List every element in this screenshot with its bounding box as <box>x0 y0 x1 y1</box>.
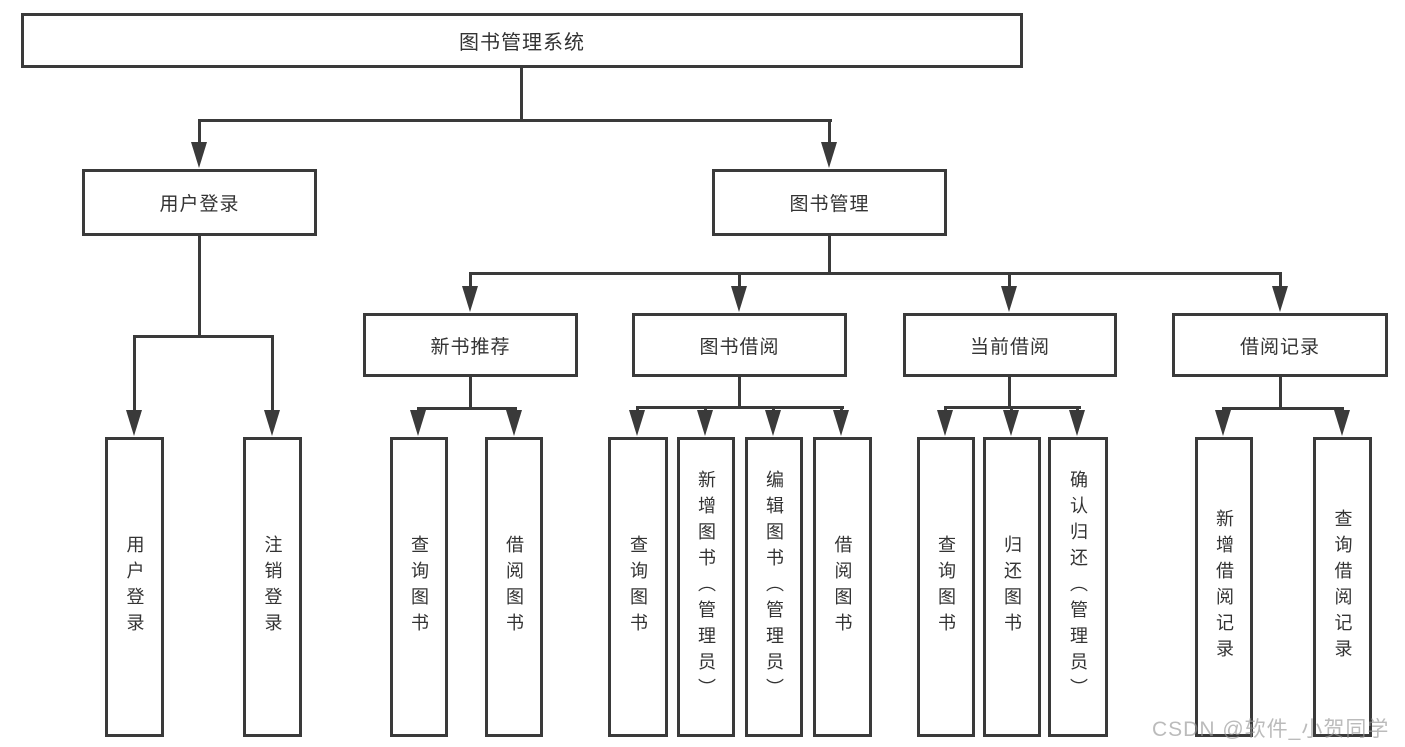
arrow-down-icon <box>937 410 953 436</box>
node-library-system-label: 图书管理系统 <box>459 32 585 54</box>
connector-currentborrow-down <box>1008 377 1011 409</box>
connector-records-down <box>1279 377 1282 410</box>
arrow-down-icon <box>765 410 781 436</box>
node-book-management-label: 图书管理 <box>789 194 870 215</box>
leaf-logout-label: 注销登录 <box>262 535 283 639</box>
leaf-return-books: 归还图书 <box>983 437 1041 737</box>
leaf-edit-books-admin-label: 编辑图书（管理员） <box>764 470 784 704</box>
connector-logout-leaf-stem <box>271 335 274 415</box>
connector-bookmgmt-down <box>828 236 831 275</box>
arrow-down-icon <box>1001 286 1017 312</box>
node-book-borrow-label: 图书借阅 <box>699 336 780 358</box>
arrow-down-icon <box>821 142 837 168</box>
arrow-down-icon <box>697 410 713 436</box>
leaf-query-books-3-label: 查询图书 <box>936 535 956 639</box>
connector-newbooks-stem <box>469 272 472 292</box>
arrow-down-icon <box>126 410 142 436</box>
connector-userlogin-stem <box>198 119 201 147</box>
leaf-add-books-admin: 新增图书（管理员） <box>677 437 735 737</box>
arrow-down-icon <box>1003 410 1019 436</box>
node-user-login: 用户登录 <box>82 169 317 236</box>
connector-bookmgmt-stem <box>828 119 831 147</box>
leaf-add-books-admin-label: 新增图书（管理员） <box>696 470 716 704</box>
leaf-add-borrow-record: 新增借阅记录 <box>1195 437 1253 737</box>
leaf-borrow-books-2: 借阅图书 <box>813 437 872 737</box>
node-borrow-records-label: 借阅记录 <box>1239 336 1320 358</box>
connector-login-leaf-stem <box>133 335 136 415</box>
connector-level2-bar <box>198 119 832 122</box>
leaf-query-borrow-record-label: 查询借阅记录 <box>1332 509 1353 665</box>
connector-records-split-bar <box>1222 407 1344 410</box>
leaf-query-borrow-record: 查询借阅记录 <box>1313 437 1372 737</box>
arrow-down-icon <box>731 286 747 312</box>
arrow-down-icon <box>1334 410 1350 436</box>
node-current-borrow: 当前借阅 <box>903 313 1117 377</box>
connector-bookborrow-split-bar <box>636 406 844 409</box>
arrow-down-icon <box>833 410 849 436</box>
leaf-logout: 注销登录 <box>243 437 302 737</box>
connector-records-stem <box>1279 272 1282 292</box>
arrow-down-icon <box>1215 410 1231 436</box>
arrow-down-icon <box>506 410 522 436</box>
leaf-borrow-books-2-label: 借阅图书 <box>832 535 853 639</box>
arrow-down-icon <box>410 410 426 436</box>
leaf-query-books-2-label: 查询图书 <box>628 535 648 639</box>
node-book-borrow: 图书借阅 <box>632 313 847 377</box>
node-library-system: 图书管理系统 <box>21 13 1023 68</box>
arrow-down-icon <box>1272 286 1288 312</box>
node-user-login-label: 用户登录 <box>159 194 240 215</box>
leaf-borrow-books-1: 借阅图书 <box>485 437 543 737</box>
leaf-query-books-1: 查询图书 <box>390 437 448 737</box>
arrow-down-icon <box>629 410 645 436</box>
leaf-return-books-label: 归还图书 <box>1002 535 1022 639</box>
connector-userlogin-down <box>198 236 201 338</box>
connector-bookborrow-stem <box>738 272 741 292</box>
connector-root-stem <box>520 68 523 122</box>
node-current-borrow-label: 当前借阅 <box>969 336 1050 358</box>
csdn-watermark: CSDN @软件_小贺同学 <box>1152 718 1390 741</box>
arrow-down-icon <box>264 410 280 436</box>
leaf-user-login: 用户登录 <box>105 437 164 737</box>
leaf-query-books-1-label: 查询图书 <box>409 535 429 639</box>
leaf-add-borrow-record-label: 新增借阅记录 <box>1214 509 1234 665</box>
node-new-book-recommend-label: 新书推荐 <box>430 336 511 358</box>
leaf-query-books-3: 查询图书 <box>917 437 975 737</box>
connector-userlogin-split-bar <box>133 335 274 338</box>
arrow-down-icon <box>462 286 478 312</box>
leaf-edit-books-admin: 编辑图书（管理员） <box>745 437 803 737</box>
node-borrow-records: 借阅记录 <box>1172 313 1388 377</box>
connector-bookborrow-down <box>738 377 741 409</box>
arrow-down-icon <box>1069 410 1085 436</box>
leaf-user-login-label: 用户登录 <box>124 535 145 639</box>
leaf-borrow-books-1-label: 借阅图书 <box>504 535 524 639</box>
connector-level3-bar <box>469 272 1282 275</box>
connector-currentborrow-stem <box>1008 272 1011 292</box>
leaf-confirm-return-admin: 确认归还（管理员） <box>1048 437 1108 737</box>
connector-newbooks-down <box>469 377 472 410</box>
leaf-query-books-2: 查询图书 <box>608 437 668 737</box>
connector-newbooks-split-bar <box>417 407 517 410</box>
node-book-management: 图书管理 <box>712 169 947 236</box>
arrow-down-icon <box>191 142 207 168</box>
node-new-book-recommend: 新书推荐 <box>363 313 578 377</box>
leaf-confirm-return-admin-label: 确认归还（管理员） <box>1068 470 1088 704</box>
